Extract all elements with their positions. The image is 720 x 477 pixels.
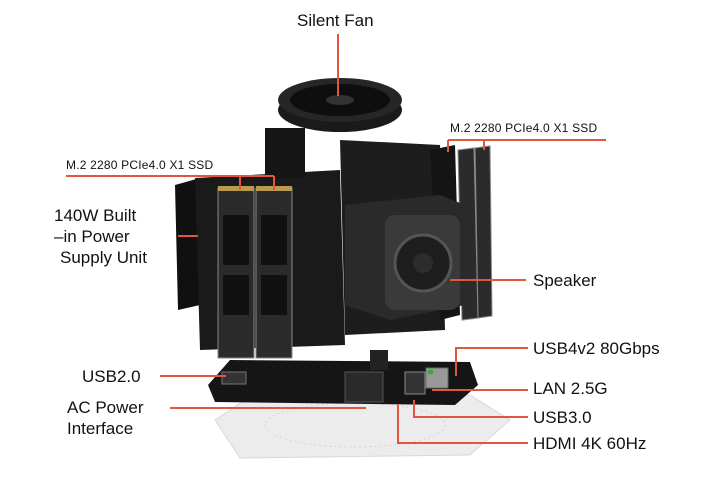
label-usb4: USB4v2 80Gbps bbox=[533, 339, 660, 358]
label-silent-fan: Silent Fan bbox=[297, 11, 374, 30]
label-ssd-left: M.2 2280 PCIe4.0 X1 SSD bbox=[66, 158, 214, 172]
label-ac-line2: Interface bbox=[67, 419, 134, 438]
motherboard bbox=[208, 350, 478, 405]
label-hdmi: HDMI 4K 60Hz bbox=[533, 434, 647, 453]
label-usb2: USB2.0 bbox=[82, 367, 141, 386]
label-lan: LAN 2.5G bbox=[533, 379, 608, 398]
label-ac-line1: AC Power bbox=[67, 398, 144, 417]
ssd-left-pair bbox=[217, 186, 293, 359]
label-ssd-right: M.2 2280 PCIe4.0 X1 SSD bbox=[450, 121, 598, 135]
speaker-box bbox=[345, 195, 465, 320]
label-psu-line2: –in Power bbox=[54, 227, 130, 246]
label-psu-line1: 140W Built bbox=[54, 206, 137, 225]
label-ac-power: AC Power Interface bbox=[67, 397, 144, 439]
fan bbox=[278, 78, 402, 132]
label-psu-line3: Supply Unit bbox=[60, 248, 147, 267]
label-speaker: Speaker bbox=[533, 271, 597, 290]
leader-lines bbox=[66, 34, 606, 444]
label-psu: 140W Built –in Power Supply Unit bbox=[54, 205, 147, 268]
label-usb3: USB3.0 bbox=[533, 408, 592, 427]
base-plate bbox=[214, 394, 511, 459]
